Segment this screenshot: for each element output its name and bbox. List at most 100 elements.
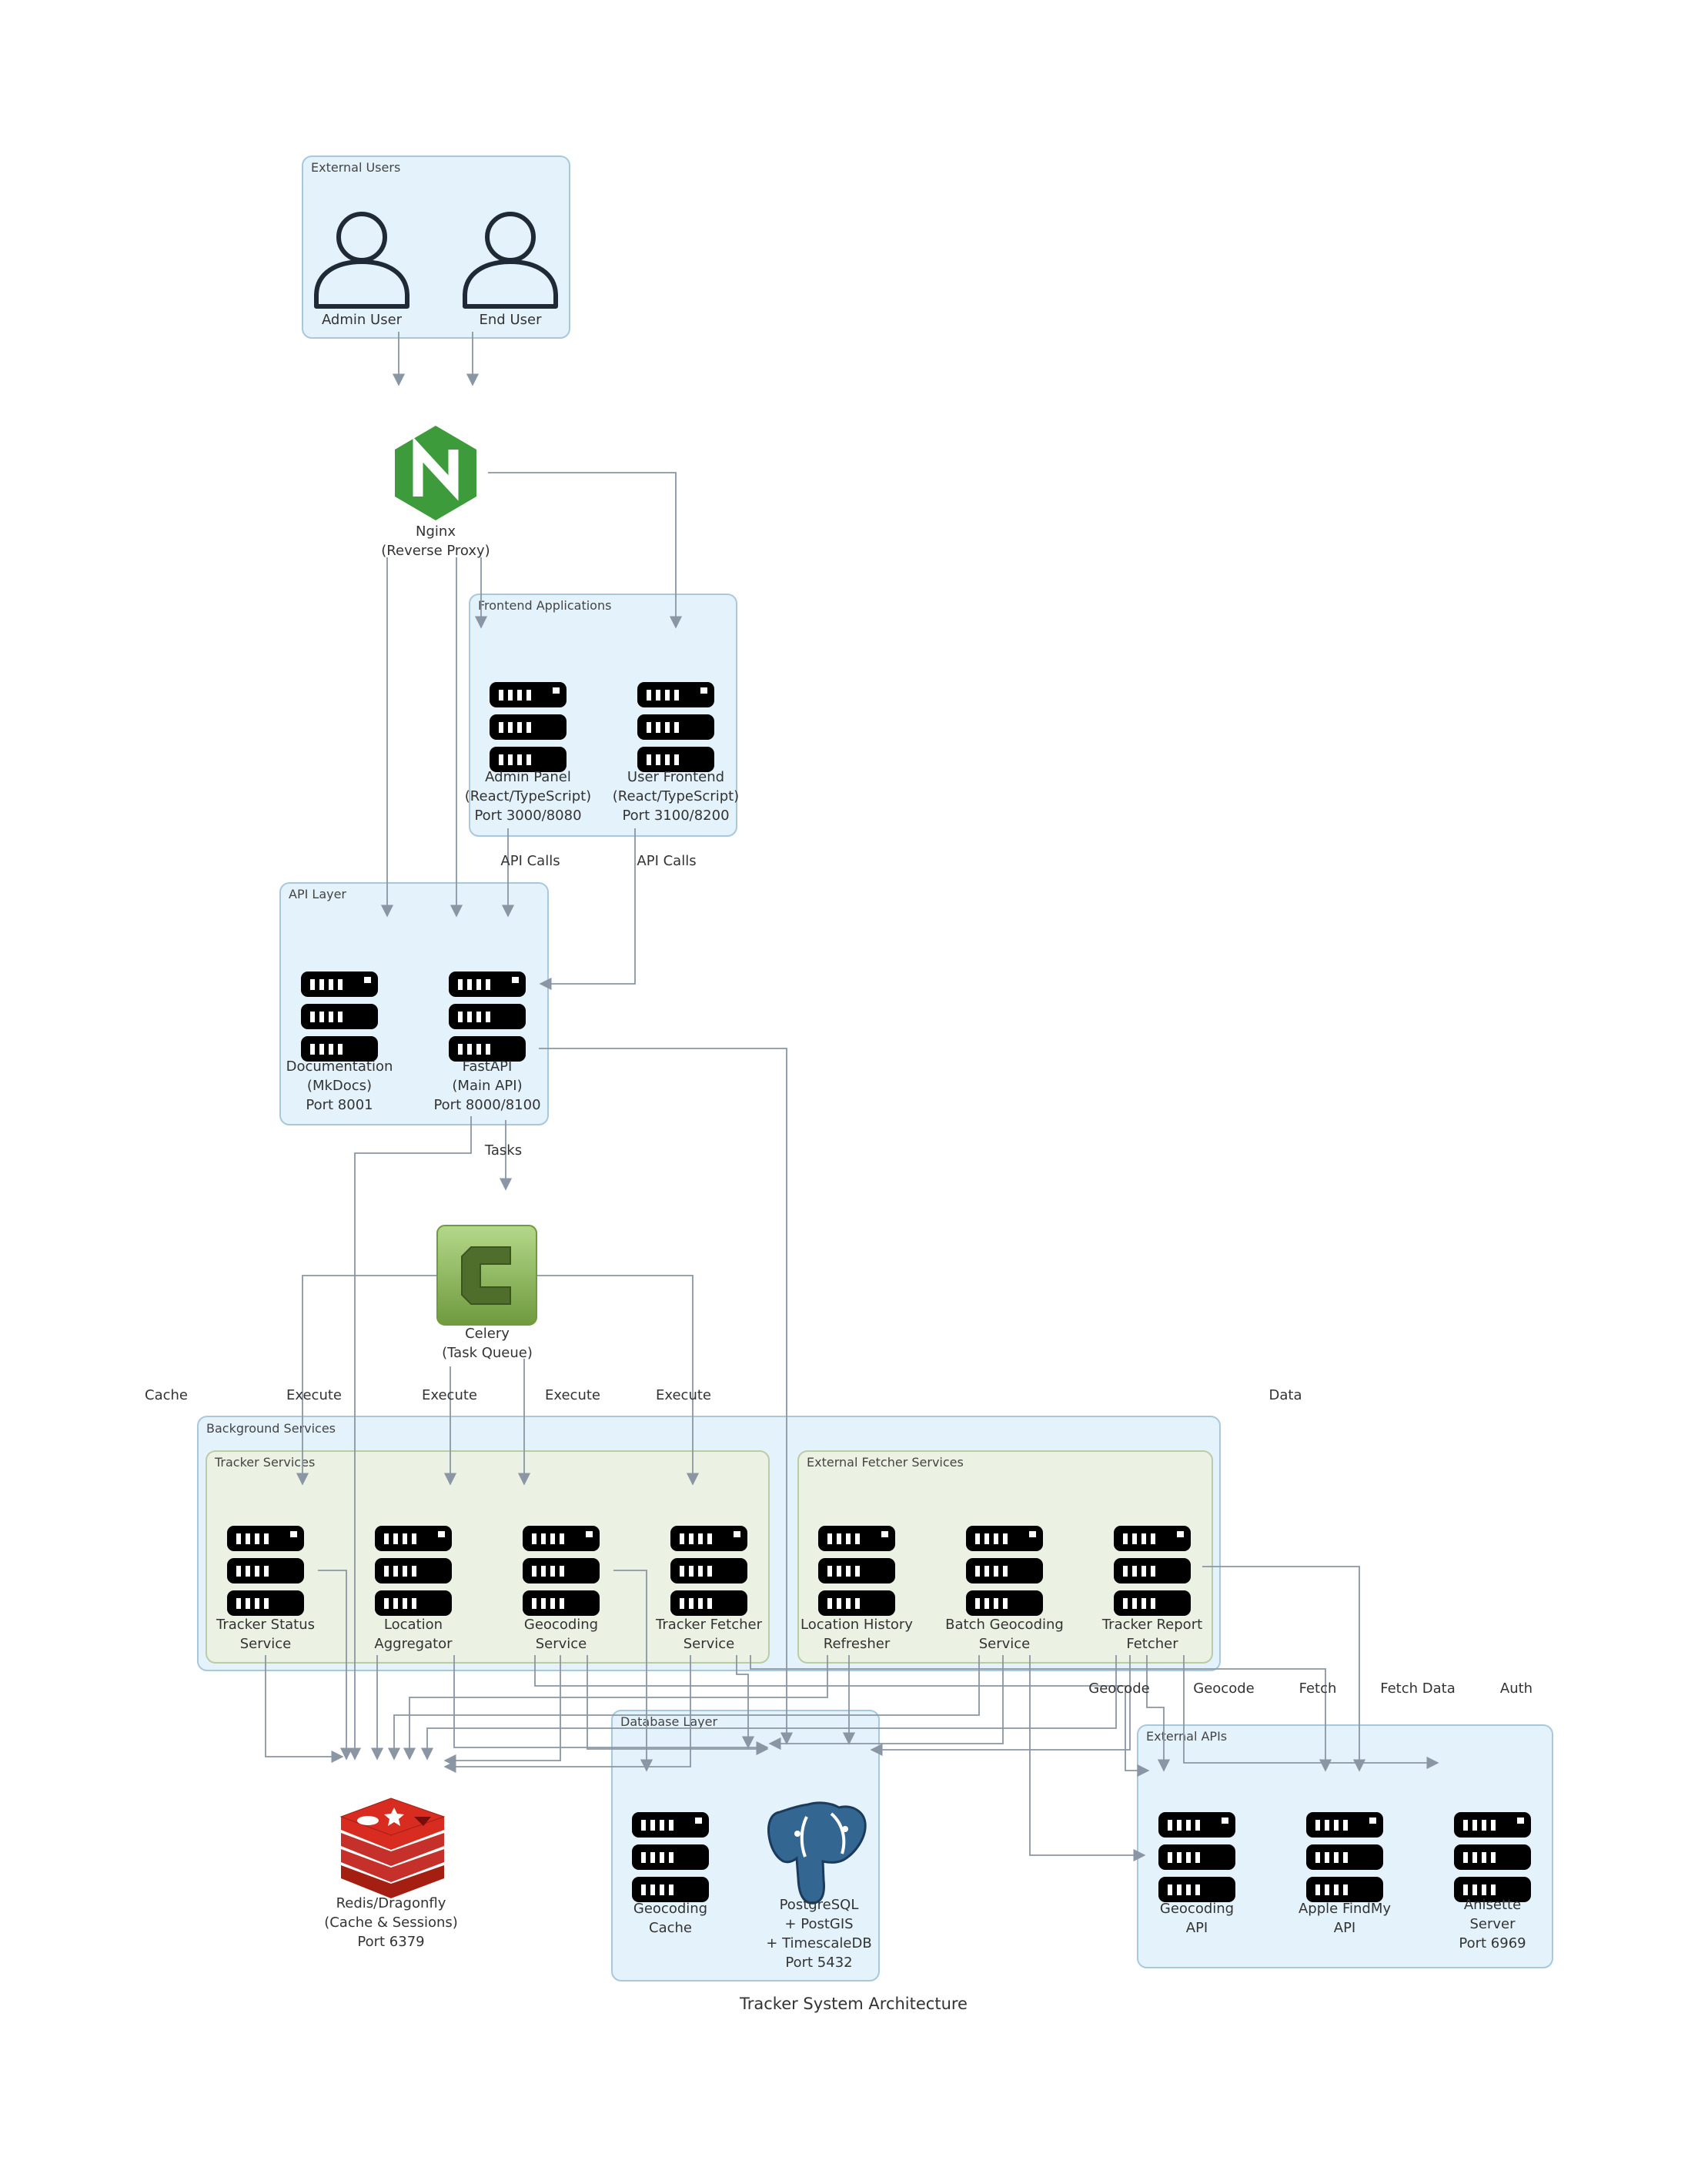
node-geocoding-service[interactable]: Geocoding Service	[523, 1526, 600, 1652]
node-label-line: Admin Panel	[485, 769, 571, 785]
edge-batch-geocoding-db	[768, 1655, 1004, 1751]
node-label-line: Port 3000/8080	[474, 808, 581, 824]
node-label-line: Fetcher	[1126, 1636, 1178, 1652]
edge-tracker-report-db	[870, 1655, 1131, 1757]
node-label-line: Port 8000/8100	[433, 1097, 540, 1113]
server-icon	[375, 1526, 452, 1616]
node-location-aggregator[interactable]: Location Aggregator	[374, 1526, 453, 1652]
edge-label-fetch-data: Fetch Data	[1380, 1680, 1456, 1697]
edge-fastapi-postgresql	[539, 1048, 794, 1745]
node-label-line: Refresher	[824, 1636, 891, 1652]
node-label-line: Redis/Dragonfly	[336, 1895, 446, 1911]
node-label: End User	[480, 312, 543, 328]
node-label-line: Tracker Status	[216, 1617, 315, 1633]
node-label-line: User Frontend	[627, 769, 724, 785]
node-label: Admin User	[322, 312, 403, 328]
node-label-line: (MkDocs)	[307, 1078, 372, 1094]
node-anisette-server[interactable]: Anisette Server Port 6969	[1454, 1812, 1531, 1951]
node-tracker-fetcher-service[interactable]: Tracker Fetcher Service	[655, 1526, 763, 1652]
node-end-user[interactable]: End User	[465, 214, 556, 328]
node-postgresql[interactable]: PostgreSQL + PostGIS + TimescaleDB Port …	[766, 1801, 872, 1971]
server-icon	[301, 971, 378, 1062]
node-location-history-refresher[interactable]: Location History Refresher	[801, 1526, 913, 1652]
node-label-line: Geocoding	[524, 1617, 598, 1633]
cluster-title-frontend: Frontend Applications	[478, 598, 611, 613]
edge-batch-geocoding-api	[1029, 1655, 1146, 1862]
server-icon	[818, 1526, 895, 1616]
node-label-line: (Cache & Sessions)	[324, 1915, 458, 1931]
edge-celery-tracker-status	[296, 1275, 439, 1486]
cluster-external-users: External Users	[302, 156, 570, 339]
edges	[265, 332, 1439, 1862]
node-label-line: (Task Queue)	[442, 1345, 533, 1361]
edge-location-history-redis	[403, 1655, 828, 1761]
cluster-title-external-users: External Users	[311, 160, 400, 175]
server-icon	[227, 1526, 304, 1616]
node-label-line: API	[1334, 1920, 1355, 1936]
edge-label-fetch: Fetch	[1299, 1680, 1337, 1697]
node-user-frontend[interactable]: User Frontend (React/TypeScript) Port 31…	[613, 682, 739, 824]
node-label-line: + TimescaleDB	[766, 1935, 871, 1951]
edge-label-api-calls-1: API Calls	[500, 853, 560, 869]
edge-tracker-fetcher-redis	[443, 1655, 691, 1774]
redis-logo	[339, 1797, 446, 1898]
node-tracker-status-service[interactable]: Tracker Status Service	[216, 1526, 315, 1652]
edge-location-aggregator-db	[453, 1655, 769, 1754]
nginx-logo	[395, 426, 476, 520]
server-icon	[966, 1526, 1043, 1616]
cluster-title-database: Database Layer	[620, 1714, 717, 1729]
cluster-external-fetcher-services: External Fetcher Services	[797, 1450, 1213, 1664]
node-admin-user[interactable]: Admin User	[316, 214, 407, 328]
edge-user-frontend-fastapi	[539, 828, 636, 991]
edge-celery-tracker-fetcher	[536, 1275, 700, 1486]
node-label-line: Cache	[649, 1920, 692, 1936]
node-celery[interactable]: Celery (Task Queue)	[436, 1225, 537, 1361]
edge-fastapi-redis	[348, 1116, 472, 1761]
node-label-line: Geocoding	[1160, 1901, 1234, 1917]
node-label-line: Service	[536, 1636, 587, 1652]
server-icon	[449, 971, 526, 1062]
server-icon	[523, 1526, 600, 1616]
edge-tracker-report-geocode	[1146, 1655, 1171, 1772]
edge-tracker-report-redis	[420, 1655, 1117, 1761]
cluster-title-external-fetchers: External Fetcher Services	[807, 1455, 964, 1470]
node-fastapi[interactable]: FastAPI (Main API) Port 8000/8100	[433, 971, 541, 1113]
edge-labels: API Calls API Calls Tasks Cache Execute …	[145, 853, 1533, 1697]
edge-tracker-fetcher-db	[736, 1655, 755, 1749]
node-admin-panel[interactable]: Admin Panel (React/TypeScript) Port 3000…	[465, 682, 591, 824]
edge-nginx-user-frontend	[488, 472, 683, 629]
cluster-api-layer: API Layer	[279, 882, 549, 1125]
node-label-line: + PostGIS	[784, 1916, 853, 1932]
node-documentation[interactable]: Documentation (MkDocs) Port 8001	[286, 971, 393, 1113]
server-icon	[637, 682, 714, 772]
edge-label-geocode-2: Geocode	[1193, 1680, 1254, 1697]
node-apple-findmy-api[interactable]: Apple FindMy API	[1299, 1812, 1391, 1936]
node-label-line: Tracker Fetcher	[655, 1617, 763, 1633]
node-label-line: (Main API)	[452, 1078, 522, 1094]
node-redis[interactable]: Redis/Dragonfly (Cache & Sessions) Port …	[324, 1797, 458, 1950]
node-label-line: Nginx	[416, 523, 456, 540]
node-label-line: API	[1186, 1920, 1208, 1936]
node-nginx[interactable]: Nginx (Reverse Proxy)	[381, 426, 490, 559]
edge-geocoding-service-api	[534, 1655, 1150, 1777]
node-label-line: (React/TypeScript)	[613, 788, 739, 804]
edge-tracker-report-anisette	[1202, 1566, 1366, 1772]
cluster-title-external-apis: External APIs	[1146, 1729, 1227, 1744]
node-label-line: Location	[384, 1617, 443, 1633]
edge-batch-geocoding-redis	[387, 1655, 980, 1761]
node-tracker-report-fetcher[interactable]: Tracker Report Fetcher	[1101, 1526, 1202, 1652]
node-batch-geocoding-service[interactable]: Batch Geocoding Service	[945, 1526, 1064, 1652]
node-geocoding-api[interactable]: Geocoding API	[1158, 1812, 1235, 1936]
cluster-database-layer: Database Layer	[611, 1710, 880, 1981]
edge-geocoding-cache	[613, 1570, 653, 1772]
edge-tracker-status-side	[318, 1570, 353, 1761]
edge-tracker-fetcher-findmy	[750, 1655, 1332, 1772]
node-geocoding-cache[interactable]: Geocoding Cache	[632, 1812, 709, 1936]
cluster-title-tracker-services: Tracker Services	[214, 1455, 315, 1470]
postgresql-logo	[767, 1801, 867, 1904]
celery-logo	[436, 1225, 537, 1326]
cluster-frontend-applications: Frontend Applications	[469, 594, 737, 837]
edge-tracker-status-redis	[265, 1655, 344, 1764]
node-label-line: Celery	[465, 1326, 510, 1342]
